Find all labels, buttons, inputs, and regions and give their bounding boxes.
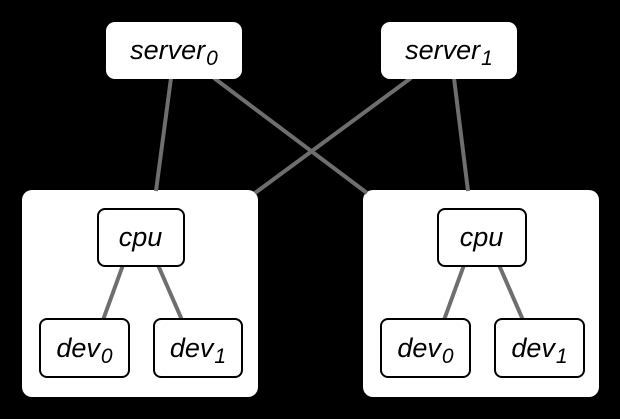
host1-dev1-subscript: 1 [555, 344, 568, 368]
server1-label: server [405, 35, 481, 65]
host1-cpu-label: cpu [459, 222, 504, 252]
host0-cpu-label: cpu [118, 222, 163, 252]
edge-server0-host1 [212, 76, 369, 195]
host1-dev1-label: dev [511, 332, 555, 363]
edge-server0-host0 [154, 77, 173, 192]
server0-label: server [130, 35, 206, 65]
edge-server1-host0 [253, 76, 413, 195]
host0-dev0-subscript: 0 [100, 344, 113, 368]
server0-subscript: 0 [206, 47, 218, 70]
host1-dev0-label: dev [397, 332, 441, 363]
host0-dev0-label: dev [56, 332, 100, 363]
host0-dev1-subscript: 1 [214, 344, 227, 368]
server1-subscript: 1 [481, 47, 493, 70]
host1-dev0-subscript: 0 [441, 344, 454, 368]
edge-server1-host1 [452, 77, 470, 192]
host1-cpu-node: cpu [437, 208, 527, 267]
host0-cpu-node: cpu [97, 208, 185, 267]
host0-dev1-label: dev [169, 332, 214, 363]
